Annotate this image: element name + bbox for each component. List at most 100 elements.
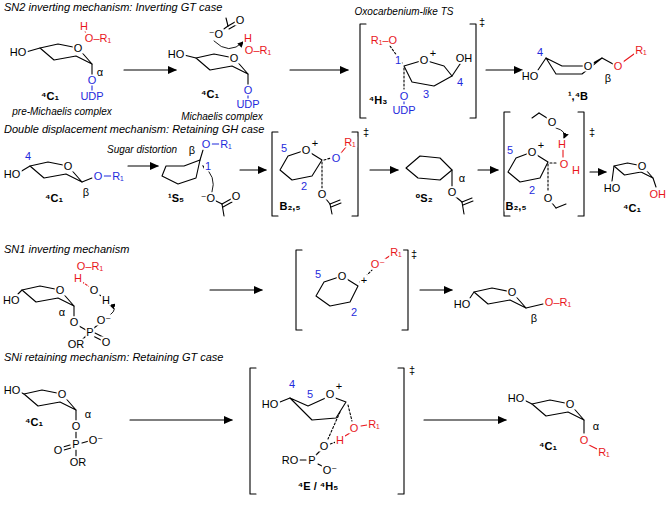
atom-label: β — [82, 187, 90, 198]
atom-label: + — [537, 140, 545, 151]
atom-label: + — [429, 48, 437, 59]
conformation-label: ⁴H₃ — [368, 95, 388, 106]
caption-label: Oxocarbenium-like TS — [354, 7, 455, 17]
atom-label: O — [337, 271, 348, 282]
atom-label: ‡ — [478, 17, 486, 28]
atom-label: O — [547, 117, 558, 128]
atom-label: 4 — [456, 77, 464, 88]
atom-label: O — [93, 171, 104, 182]
atom-label: HO — [2, 295, 21, 306]
section-heading: SNi retaining mechanism: Retaining GT ca… — [4, 352, 223, 363]
atom-label: O — [583, 61, 594, 72]
atom-label: O — [87, 75, 98, 86]
atom-label: HO — [507, 393, 526, 404]
atom-label: UDP — [391, 105, 416, 116]
atom-label: HO — [453, 299, 472, 310]
atom-label: O — [243, 85, 254, 96]
atom-label: H — [557, 139, 567, 150]
atom-label: O⁻ — [322, 465, 338, 476]
atom-label: O — [559, 159, 570, 170]
section-heading: SN1 inverting mechanism — [4, 244, 129, 255]
atom-label: O⁻ — [88, 435, 104, 446]
atom-label: 5 — [280, 143, 288, 154]
atom-label: O — [229, 53, 240, 64]
conformation-label: ⁴E / ⁴H₅ — [297, 481, 339, 492]
atom-label: R₁ — [389, 247, 403, 258]
atom-label: 2 — [528, 185, 536, 196]
atom-label: H — [571, 165, 581, 176]
atom-label: OH — [649, 189, 668, 200]
atom-label: 2 — [300, 181, 308, 192]
atom-label: H — [73, 273, 83, 284]
atom-label: α — [592, 421, 600, 432]
conformation-label: ⁴C₁ — [44, 193, 64, 204]
atom-label: O — [317, 189, 328, 200]
atom-label: β — [604, 73, 612, 84]
atom-label: HO — [261, 399, 280, 410]
atom-label: H — [101, 295, 111, 306]
atom-label: α — [58, 307, 66, 318]
atom-label: HO — [167, 49, 186, 60]
atom-label: O — [55, 285, 66, 296]
atom-label: UDP — [235, 99, 260, 110]
atom-label: 1 — [394, 55, 402, 66]
atom-label: 3 — [422, 89, 430, 100]
atom-label: O — [319, 441, 330, 452]
atom-label: O — [527, 147, 538, 158]
atom-label: HO — [3, 385, 22, 396]
atom-label: O — [419, 55, 430, 66]
conformation-label: ¹S₅ — [167, 193, 185, 204]
atom-label: O — [447, 187, 458, 198]
atom-label: 5 — [506, 145, 514, 156]
atom-label: ‡ — [588, 127, 596, 138]
atom-label: 4 — [536, 47, 544, 58]
atom-label: 4 — [24, 151, 32, 162]
atom-label: H — [243, 33, 253, 44]
atom-label: O — [301, 145, 312, 156]
atom-label: R₁ — [111, 171, 125, 182]
atom-label: + — [335, 381, 343, 392]
atom-label: O — [613, 61, 624, 72]
conformation-label: B₂,₅ — [279, 201, 302, 212]
atom-label: O — [101, 337, 112, 348]
atom-label: ⁻O — [208, 29, 224, 40]
atom-label: O — [231, 191, 242, 202]
section-heading: SN2 inverting mechanism: Inverting GT ca… — [4, 2, 222, 13]
atom-label: R₁ — [219, 139, 233, 150]
atom-label: ‡ — [410, 249, 418, 260]
atom-label: 1 — [204, 161, 212, 172]
atom-label: O — [71, 421, 82, 432]
atom-label: + — [311, 138, 319, 149]
atom-label: OH — [455, 53, 474, 64]
atom-label: 5 — [306, 389, 314, 400]
atom-label: ‡ — [362, 127, 370, 138]
conformation-label: ⁰S₂ — [414, 193, 433, 204]
atom-label: O — [57, 389, 68, 400]
caption-label: Michaelis complex — [180, 112, 264, 122]
atom-label: 4 — [288, 379, 296, 390]
atom-label: O — [69, 317, 80, 328]
atom-label: O–R₁ — [544, 297, 572, 308]
atom-label: HO — [3, 169, 22, 180]
atom-label: O — [349, 423, 360, 434]
caption-label: Sugar distortion — [106, 145, 178, 155]
atom-label: HO — [521, 71, 540, 82]
atom-label: 2 — [350, 307, 358, 318]
atom-label: UDP — [79, 91, 104, 102]
conformation-label: B₂,₅ — [505, 201, 528, 212]
atom-label: O⁻ — [370, 259, 386, 270]
caption-label: pre-Michaelis complex — [11, 107, 112, 117]
atom-label: R₁ — [343, 137, 357, 148]
atom-label: P — [307, 455, 316, 466]
atom-label: ⁻O — [200, 193, 216, 204]
section-heading: Double displacement mechanism: Retaining… — [4, 124, 264, 135]
atom-label: R₁ — [634, 45, 648, 56]
atom-label: O–R₁ — [84, 33, 112, 44]
atom-label: P — [85, 327, 94, 338]
atom-label: O — [325, 389, 336, 400]
atom-label: ‡ — [408, 365, 416, 376]
atom-label: O⁻ — [96, 315, 112, 326]
atom-label: O — [637, 161, 648, 172]
atom-label: β — [188, 145, 196, 156]
